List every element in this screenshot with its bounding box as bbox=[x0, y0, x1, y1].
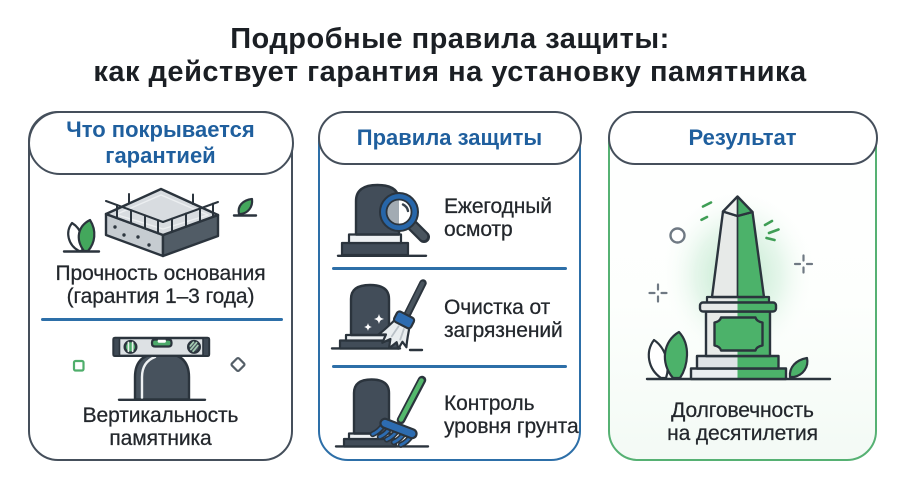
page-title: Подробные правила защиты: как действует … bbox=[0, 23, 900, 88]
label-soil-control-line1: Контроль bbox=[444, 392, 535, 415]
gravestone-broom-icon bbox=[330, 276, 440, 361]
label-soil-control: Контроль уровня грунта bbox=[444, 392, 579, 438]
gravestone-magnifier-icon bbox=[334, 177, 434, 262]
gravestone-rake-svg bbox=[334, 375, 430, 448]
label-soil-control-line2: уровня грунта bbox=[444, 414, 579, 438]
page-title-line2: как действует гарантия на установку памя… bbox=[93, 55, 807, 88]
label-verticality-line2: памятника bbox=[109, 426, 212, 450]
green-obelisk-icon bbox=[617, 170, 867, 385]
card-coverage-header-lines: Что покрывается гарантией bbox=[66, 117, 254, 169]
card-rules: Правила защиты bbox=[317, 110, 582, 461]
label-cleaning-line2: загрязнений bbox=[444, 318, 563, 342]
card-coverage-divider bbox=[41, 318, 283, 321]
gravestone-magnifier-svg bbox=[336, 183, 430, 258]
card-result-header-text: Результат bbox=[688, 124, 797, 150]
card-coverage-header-line2: гарантией bbox=[105, 142, 216, 168]
label-cleaning: Очистка от загрязнений bbox=[444, 296, 563, 342]
foundation-slab-svg bbox=[62, 187, 258, 258]
label-durability-line2: на десятилетия bbox=[667, 421, 818, 445]
label-foundation-line1: Прочность основания bbox=[55, 262, 266, 285]
label-foundation: Прочность основания (гарантия 1–3 года) bbox=[30, 262, 291, 308]
spirit-level-svg bbox=[72, 336, 246, 402]
green-obelisk-svg bbox=[645, 187, 832, 381]
label-foundation-line2: (гарантия 1–3 года) bbox=[66, 284, 255, 308]
card-rules-divider-2 bbox=[332, 365, 567, 368]
gravestone-broom-svg bbox=[330, 279, 427, 352]
card-coverage-header: Что покрывается гарантией bbox=[27, 110, 294, 175]
gravestone-rake-icon bbox=[330, 374, 440, 459]
label-verticality-line1: Вертикальность bbox=[82, 404, 239, 427]
card-result: Результат bbox=[607, 110, 878, 461]
foundation-slab-icon bbox=[37, 179, 287, 269]
card-rules-divider-1 bbox=[332, 267, 567, 270]
card-coverage: Что покрывается гарантией bbox=[27, 110, 294, 461]
label-inspection: Ежегодный осмотр bbox=[444, 195, 552, 241]
label-durability-line1: Долговечность bbox=[671, 399, 814, 422]
label-durability: Долговечность на десятилетия bbox=[610, 399, 875, 445]
card-coverage-header-line1: Что покрывается bbox=[66, 116, 255, 142]
card-rules-header: Правила защиты bbox=[317, 110, 582, 165]
label-inspection-line1: Ежегодный bbox=[444, 195, 552, 218]
label-inspection-line2: осмотр bbox=[444, 217, 513, 241]
label-verticality: Вертикальность памятника bbox=[30, 404, 291, 450]
card-result-header: Результат bbox=[607, 110, 878, 165]
page-title-line1: Подробные правила защиты: bbox=[230, 23, 670, 55]
card-rules-header-text: Правила защиты bbox=[356, 124, 543, 150]
spirit-level-icon bbox=[57, 325, 267, 403]
label-cleaning-line1: Очистка от bbox=[444, 296, 551, 319]
